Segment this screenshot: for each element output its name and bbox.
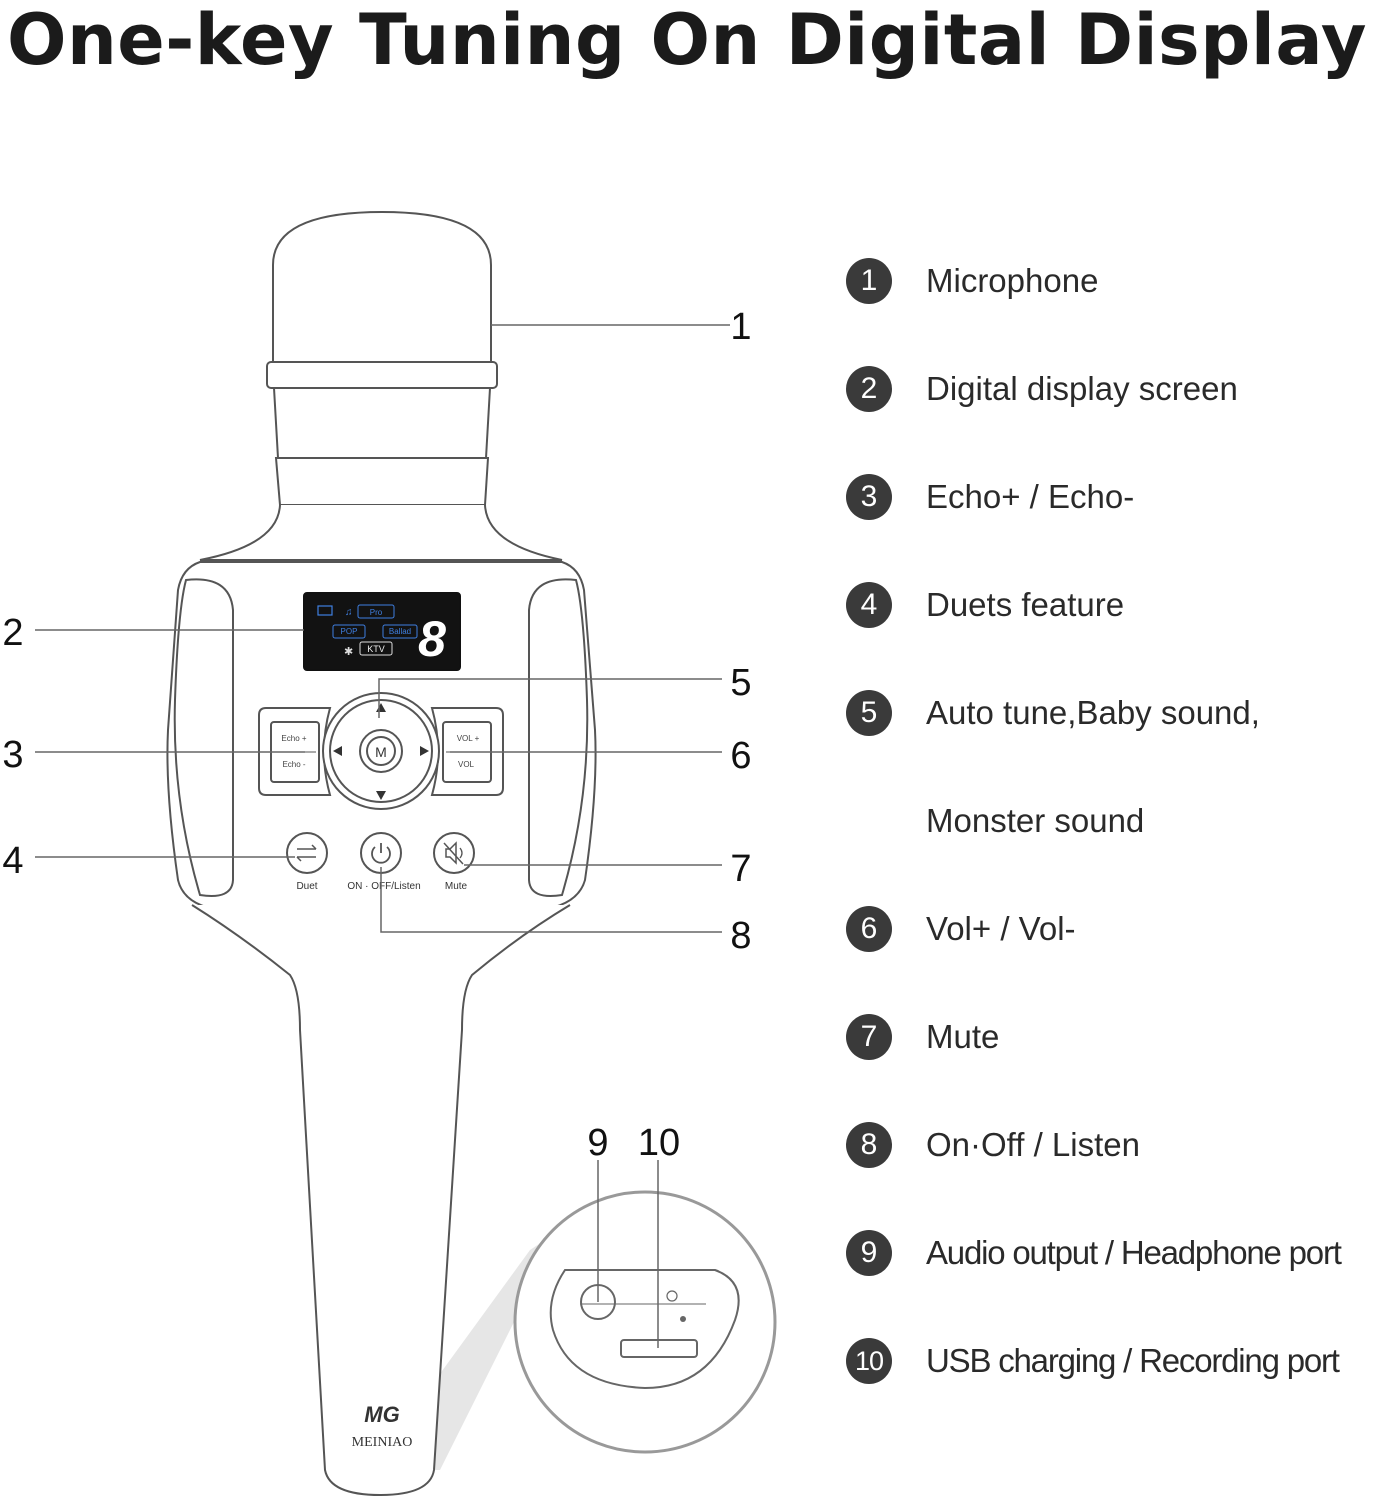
left-arrow-icon [333, 746, 342, 756]
tag-ballad: Ballad [389, 627, 411, 636]
legend-number: 2 [846, 366, 892, 412]
legend-item: 7 Mute [846, 1011, 1374, 1119]
microphone-handle [191, 904, 571, 1497]
bluetooth-icon: ✱ [344, 646, 353, 658]
legend-item: 2 Digital display screen [846, 363, 1374, 471]
legend-item: 9 Audio output / Headphone port [846, 1227, 1374, 1335]
microphone-neck [199, 504, 563, 561]
callout-numbers: 1 2 3 4 5 6 7 8 9 10 [2, 306, 751, 1164]
legend-label: Audio output / Headphone port [926, 1234, 1342, 1271]
tag-ktv: KTV [367, 644, 385, 654]
callout-10: 10 [638, 1122, 680, 1164]
legend-label: Echo+ / Echo- [926, 478, 1135, 515]
legend-number: 7 [846, 1014, 892, 1060]
legend-label: Vol+ / Vol- [926, 910, 1076, 947]
legend-number: 9 [846, 1230, 892, 1276]
legend-label-continued: Monster sound [926, 802, 1145, 839]
callout-6: 6 [730, 735, 751, 777]
vol-up-label[interactable]: VOL + [457, 734, 480, 743]
legend-item: 10 USB charging / Recording port [846, 1335, 1374, 1443]
legend-item: 3 Echo+ / Echo- [846, 471, 1374, 579]
mute-label: Mute [445, 881, 468, 892]
power-label: ON · OFF/Listen [347, 881, 420, 892]
legend-number: 8 [846, 1122, 892, 1168]
legend-number: 10 [846, 1338, 892, 1384]
legend-item: 6 Vol+ / Vol- [846, 903, 1374, 1011]
down-arrow-icon [376, 791, 386, 800]
duet-button[interactable]: Duet [286, 832, 328, 892]
tag-pro: Pro [370, 608, 383, 617]
legend-number: 1 [846, 258, 892, 304]
right-arrow-icon [420, 746, 429, 756]
callout-1: 1 [730, 306, 751, 348]
music-note-icon: ♫ [345, 607, 353, 618]
legend-label: Microphone [926, 262, 1099, 299]
echo-up-label[interactable]: Echo + [281, 734, 306, 743]
mode-dpad[interactable]: M [322, 692, 440, 810]
ports-magnifier [513, 1190, 777, 1454]
callout-9: 9 [587, 1122, 608, 1164]
power-icon [371, 846, 391, 864]
legend-number: 5 [846, 690, 892, 736]
callout-7: 7 [730, 848, 751, 890]
brand-name: MEINIAO [352, 1435, 413, 1450]
legend-number: 3 [846, 474, 892, 520]
callout-3: 3 [2, 734, 23, 776]
callout-2: 2 [2, 612, 23, 654]
microphone-head [266, 210, 498, 506]
duet-label: Duet [296, 881, 317, 892]
vol-down-label[interactable]: VOL [458, 760, 475, 769]
callout-5: 5 [730, 662, 751, 704]
legend-label: USB charging / Recording port [926, 1342, 1340, 1379]
legend-label: On·Off / Listen [926, 1126, 1140, 1163]
legend-item: 5 Auto tune,Baby sound, Monster sound [846, 687, 1374, 903]
callout-8: 8 [730, 915, 751, 957]
tag-pop: POP [341, 627, 358, 636]
page-title: One-key Tuning On Digital Display [6, 0, 1368, 81]
mute-button[interactable]: Mute [433, 832, 475, 892]
legend-label: Duets feature [926, 586, 1125, 623]
leader-lines [35, 324, 730, 1348]
legend-item: 1 Microphone [846, 255, 1374, 363]
display-digit: 8 [418, 611, 446, 667]
legend: 1 Microphone 2 Digital display screen 3 … [846, 255, 1374, 1443]
legend-number: 6 [846, 906, 892, 952]
usb-port [620, 1339, 698, 1358]
legend-label: Digital display screen [926, 370, 1238, 407]
digital-display: ♫ ✱ Pro POP Ballad KTV 8 [303, 592, 461, 671]
legend-item: 8 On·Off / Listen [846, 1119, 1374, 1227]
brand-logo: MG MEINIAO [352, 1402, 413, 1450]
legend-item: 4 Duets feature [846, 579, 1374, 687]
legend-label: Auto tune,Baby sound, [926, 694, 1260, 731]
legend-number: 4 [846, 582, 892, 628]
logo-mark: MG [364, 1402, 399, 1427]
legend-label: Mute [926, 1018, 1000, 1055]
mode-button[interactable]: M [375, 744, 387, 760]
echo-down-label[interactable]: Echo - [282, 760, 305, 769]
callout-4: 4 [2, 840, 23, 882]
